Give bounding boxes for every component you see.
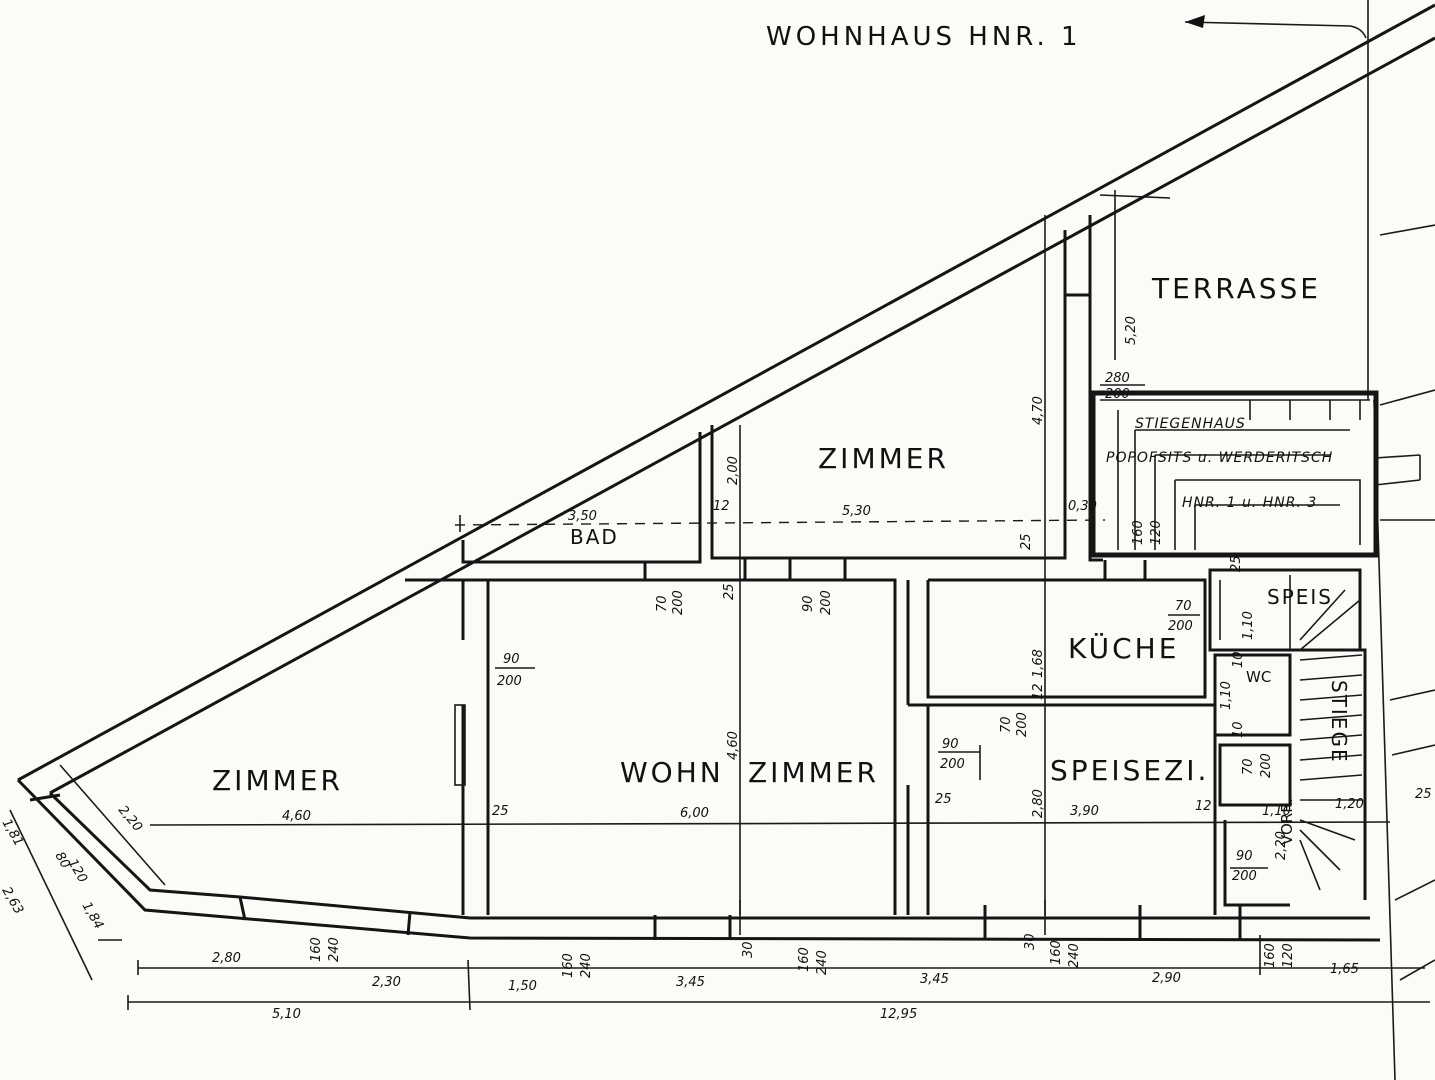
dim-bottom-510: 5,10 xyxy=(272,1007,301,1022)
dim-25e: 25 xyxy=(1415,787,1432,802)
dim-door-left-w: 90 xyxy=(503,652,520,667)
dim-door-sz-h: 200 xyxy=(1015,712,1030,737)
dim-ter-w: 280 xyxy=(1105,371,1130,386)
north-arrow xyxy=(1184,15,1367,39)
dim-470: 4,70 xyxy=(1031,396,1046,425)
room-label-wohn: WOHN xyxy=(620,756,724,789)
dim-side-263: 2,63 xyxy=(0,885,26,918)
room-label-wohnzimmer: ZIMMER xyxy=(748,756,879,789)
room-label-kueche: KÜCHE xyxy=(1068,631,1179,665)
dim-bottom-30b: 30 xyxy=(1023,933,1038,950)
room-label-wc: WC xyxy=(1246,668,1271,686)
plan-title: WOHNHAUS HNR. 1 xyxy=(766,22,1082,52)
room-label-bad: BAD xyxy=(570,525,619,549)
dim-kueche-h: 1,68 xyxy=(1031,649,1046,678)
stairhouse-steps xyxy=(1100,399,1421,550)
room-label-speisezimmer: SPEISEZI. xyxy=(1050,754,1209,787)
dim-vorr-door-w: 90 xyxy=(1236,849,1253,864)
dim-k12: 12 xyxy=(1031,683,1046,700)
dim-wc-door-w: 70 xyxy=(1241,758,1256,775)
dim-bottom-1295: 12,95 xyxy=(880,1007,917,1022)
dim-wc-10a: 10 xyxy=(1231,651,1246,668)
dim-win5-h: 120 xyxy=(1281,943,1296,968)
dim-door-sz-w: 70 xyxy=(999,716,1014,733)
dim-left-room-w: 4,60 xyxy=(282,809,311,824)
dim-speis-25: 25 xyxy=(1229,555,1244,572)
dim-bottom-345a: 3,45 xyxy=(676,975,705,990)
dim-bottom-290: 2,90 xyxy=(1152,971,1181,986)
room-label-zimmer-top: ZIMMER xyxy=(818,442,949,475)
dim-bottom-150: 1,50 xyxy=(508,979,537,994)
dim-door-wz-w: 90 xyxy=(942,737,959,752)
dim-side-184: 1,84 xyxy=(79,900,106,933)
dim-side-80: 80 xyxy=(52,850,73,872)
dim-win1-w: 160 xyxy=(309,937,324,962)
dim-speisezi-w: 3,90 xyxy=(1070,804,1099,819)
room-label-zimmer-left: ZIMMER xyxy=(212,764,343,797)
room-label-terrasse: TERRASSE xyxy=(1151,272,1321,305)
dim-bottom-230: 2,30 xyxy=(372,975,401,990)
interior-walls xyxy=(238,215,1379,940)
dim-door-k-w: 70 xyxy=(1175,599,1192,614)
dim-520: 5,20 xyxy=(1124,316,1139,345)
dim-win2-w: 160 xyxy=(561,953,576,978)
dim-160: 160 xyxy=(1131,520,1146,545)
dim-side-120: 120 xyxy=(65,857,90,886)
dim-win1-h: 240 xyxy=(327,937,342,962)
dim-door-wz-h: 200 xyxy=(940,757,965,772)
stairhouse-hnr-label: HNR. 1 u. HNR. 3 xyxy=(1182,495,1317,511)
stairhouse-owner-label: POPOFSITS u. WERDERITSCH xyxy=(1106,450,1333,466)
dim-bottom-30a: 30 xyxy=(741,941,756,958)
dim-zimmer-depth: 2,00 xyxy=(726,456,741,485)
dim-side-181: 1,81 xyxy=(0,817,26,850)
dim-door-bad-w: 70 xyxy=(655,595,670,612)
dim-win3-h: 240 xyxy=(815,950,830,975)
stairhouse-label: STIEGENHAUS xyxy=(1135,416,1246,432)
dim-030: 0,30 xyxy=(1068,499,1097,514)
dim-wc-10b: 10 xyxy=(1231,721,1246,738)
dim-25c: 25 xyxy=(492,804,509,819)
dim-wc-110: 1,10 xyxy=(1219,681,1234,710)
dim-25d: 25 xyxy=(935,792,952,807)
dim-vorr-door-h: 200 xyxy=(1232,869,1257,884)
dim-zimmer-width: 5,30 xyxy=(842,504,871,519)
dim-bottom-345b: 3,45 xyxy=(920,972,949,987)
dimension-lines xyxy=(9,190,1430,1011)
room-label-stiege: STIEGE xyxy=(1327,680,1351,764)
dim-wohn-h: 4,60 xyxy=(726,731,741,760)
dim-diag-220: 2,20 xyxy=(115,803,145,835)
dim-door-bad-h: 200 xyxy=(671,590,686,615)
dim-door-z-w: 90 xyxy=(801,595,816,612)
dim-door-left-h: 200 xyxy=(497,674,522,689)
dim-25b: 25 xyxy=(722,583,737,600)
dim-vorr-w: 1,10 xyxy=(1262,804,1291,819)
dim-win4-h: 240 xyxy=(1067,943,1082,968)
dim-win5-w: 160 xyxy=(1263,943,1278,968)
dim-bottom-280: 2,80 xyxy=(212,951,241,966)
dim-win4-w: 160 xyxy=(1049,940,1064,965)
dim-speis-110: 1,10 xyxy=(1241,611,1256,640)
dim-door-k-h: 200 xyxy=(1168,619,1193,634)
dim-vorr-220: 2,20 xyxy=(1274,831,1289,860)
dim-speis-h: 2,80 xyxy=(1031,789,1046,818)
stiege-steps xyxy=(1219,575,1363,891)
dim-120: 120 xyxy=(1149,520,1164,545)
dim-stiege-w: 1,20 xyxy=(1335,797,1364,812)
dim-12a: 12 xyxy=(713,499,730,514)
room-label-vorraum: VORR. xyxy=(1278,798,1296,845)
dim-wohn-w: 6,00 xyxy=(680,806,709,821)
dim-s12: 12 xyxy=(1195,799,1212,814)
dim-ter-h: 200 xyxy=(1105,387,1130,402)
dim-door-z-h: 200 xyxy=(819,590,834,615)
dim-bottom-165: 1,65 xyxy=(1330,962,1359,977)
dim-bad-width: 3,50 xyxy=(568,509,597,524)
room-label-speis: SPEIS xyxy=(1267,585,1333,609)
dim-25a: 25 xyxy=(1019,533,1034,550)
dim-win2-h: 240 xyxy=(579,953,594,978)
dim-wc-door-h: 200 xyxy=(1259,753,1274,778)
dim-win3-w: 160 xyxy=(797,947,812,972)
